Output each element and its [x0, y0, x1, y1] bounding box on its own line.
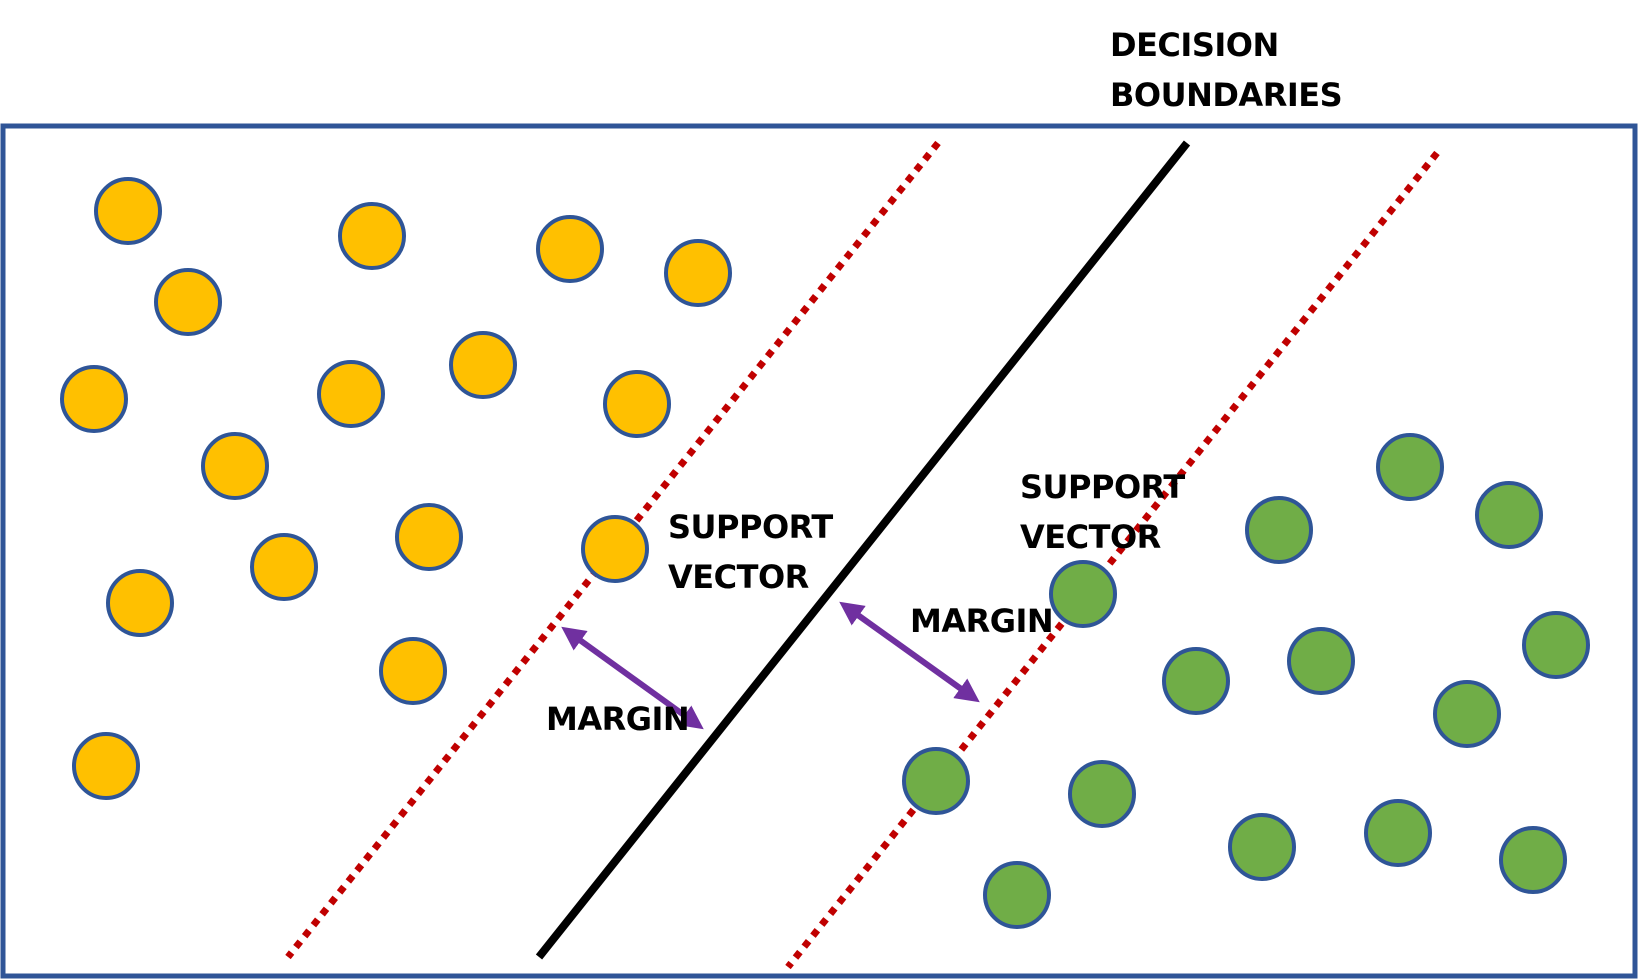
margin-arrow-right [839, 601, 980, 703]
margin-line-right [785, 150, 1440, 970]
class-b-point-11 [1228, 813, 1296, 881]
class-a-point-4 [536, 215, 604, 283]
class-a-point-6 [60, 365, 128, 433]
class-b-point-8 [1433, 680, 1501, 748]
margin-label-left: MARGIN [546, 700, 689, 738]
decision-boundaries-title-line1: DECISION [1110, 26, 1279, 64]
class-b-point-10 [1068, 760, 1136, 828]
class-b-point-7 [1162, 647, 1230, 715]
class-a-point-8 [449, 331, 517, 399]
class-b-point-3 [1475, 481, 1543, 549]
class-b-point-12 [1364, 799, 1432, 867]
class-a-point-10 [201, 432, 269, 500]
class-a-point-13 [106, 569, 174, 637]
class-b-point-4 [1049, 560, 1117, 628]
class-b-point-9 [902, 747, 970, 815]
class-a-point-9 [603, 370, 671, 438]
class-a-point-5 [664, 239, 732, 307]
class-a-point-15 [379, 637, 447, 705]
class-a-point-12 [250, 533, 318, 601]
support-vector-label-left-line2: VECTOR [668, 558, 809, 596]
class-b-point-1 [1376, 433, 1444, 501]
class-a-point-16 [72, 732, 140, 800]
support-vector-label-left-line1: SUPPORT [668, 508, 833, 546]
class-b-points [902, 433, 1590, 929]
class-a-point-7 [317, 360, 385, 428]
margin-arrow-left [561, 626, 704, 730]
class-a-point-11 [395, 503, 463, 571]
support-vector-label-right-line1: SUPPORT [1020, 468, 1185, 506]
class-a-point-2 [154, 268, 222, 336]
margin-label-right: MARGIN [910, 602, 1053, 640]
class-b-point-13 [1499, 826, 1567, 894]
class-b-point-2 [1245, 496, 1313, 564]
class-a-points [60, 177, 732, 800]
support-vector-label-right-line2: VECTOR [1020, 518, 1161, 556]
class-a-point-3 [338, 202, 406, 270]
decision-boundary-line [535, 140, 1191, 960]
class-b-point-6 [1522, 611, 1590, 679]
class-b-point-5 [1287, 627, 1355, 695]
class-a-point-1 [94, 177, 162, 245]
plot-frame [0, 123, 1638, 979]
class-a-point-14 [581, 515, 649, 583]
decision-boundaries-title-line2: BOUNDARIES [1110, 76, 1342, 114]
class-b-point-14 [983, 861, 1051, 929]
